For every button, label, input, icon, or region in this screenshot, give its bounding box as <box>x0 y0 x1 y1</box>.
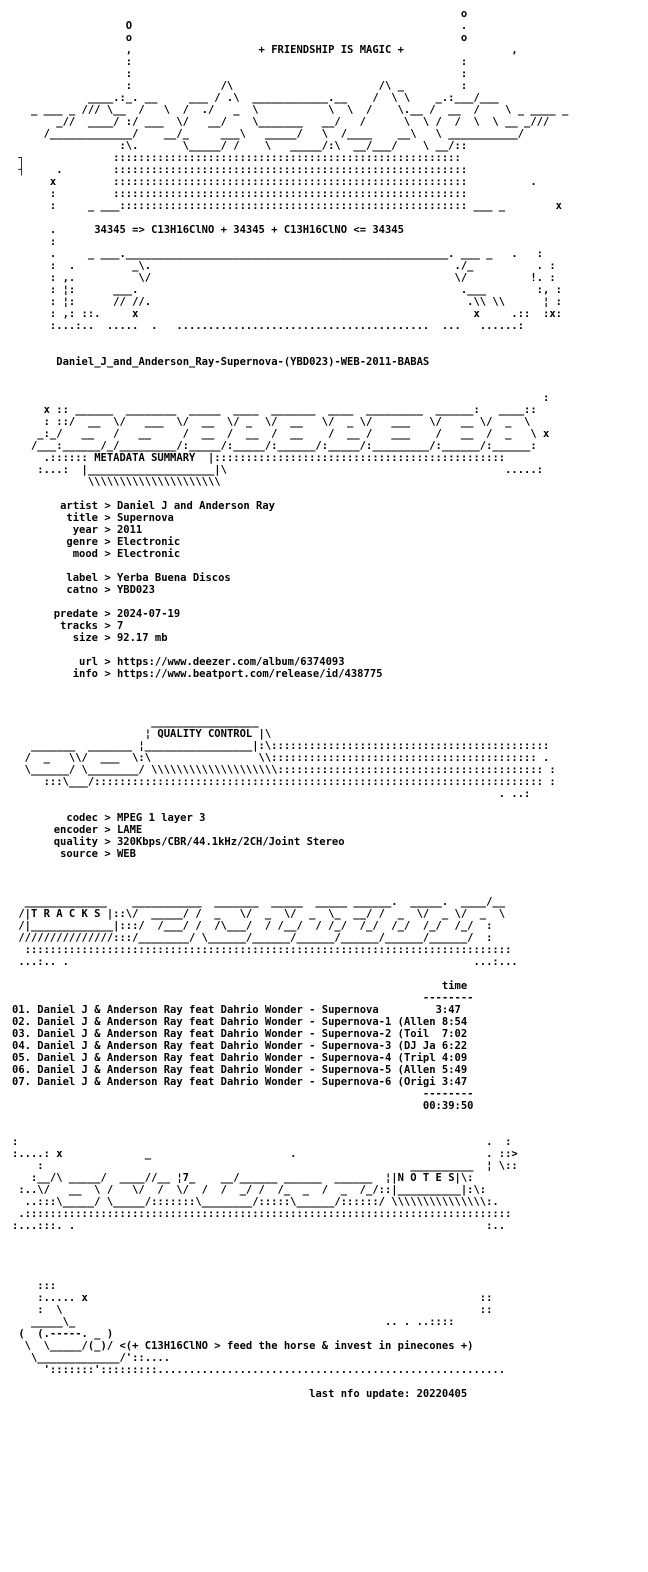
header-ascii-art: o O . o o ‚ + FRIENDSHIP <box>18 8 569 332</box>
metadata-row: mood > Electronic <box>72 548 181 560</box>
tracks-section-title: T R A C K S <box>30 908 101 920</box>
footer-art: ::: :..... x :: : \ :: _____\_ <box>18 1280 506 1376</box>
track-row: 06. Daniel J & Anderson Ray feat Dahrio … <box>12 1064 468 1076</box>
track-row: 01. Daniel J & Anderson Ray feat Dahrio … <box>12 1004 461 1016</box>
notes-header-art: : . : :....: x _ . . ::> : <box>12 1136 518 1232</box>
metadata-section-title: METADATA SUMMARY <box>94 452 196 464</box>
metadata-row: size > 92.17 mb <box>72 632 168 644</box>
quality-row: codec > MPEG 1 layer 3 <box>66 812 206 824</box>
track-row: 07. Daniel J & Anderson Ray feat Dahrio … <box>12 1076 468 1088</box>
notes-section-title: N O T E S <box>397 1172 455 1184</box>
track-row: 03. Daniel J & Anderson Ray feat Dahrio … <box>12 1028 468 1040</box>
nfo-document: o O . o o ‚ + FRIENDSHIP <box>12 8 568 1412</box>
quality-section-title: QUALITY CONTROL <box>157 728 253 740</box>
metadata-row: label > Yerba Buena Discos <box>66 572 231 584</box>
quality-row: encoder > LAME <box>53 824 143 836</box>
tracks-list: time -------- 01. Daniel J & Anderson Ra… <box>12 980 568 1112</box>
metadata-row: url > https://www.deezer.com/album/63740… <box>79 656 345 668</box>
metadata-row: info > https://www.beatport.com/release/… <box>72 668 383 680</box>
metadata-row: predate > 2024-07-19 <box>53 608 181 620</box>
header-tagline: + FRIENDSHIP IS MAGIC + <box>258 44 404 56</box>
track-row: 05. Daniel J & Anderson Ray feat Dahrio … <box>12 1052 468 1064</box>
quality-header-art: _________________ ¦ QUALITY CONTROL |\ _… <box>24 716 556 800</box>
quality-row: source > WEB <box>60 848 136 860</box>
formula-line: 34345 => C13H16ClNO + 34345 + C13H16ClNO… <box>94 224 404 236</box>
tracks-header-art: _____________ ___________ _______ _____ … <box>18 896 518 968</box>
metadata-row: catno > YBD023 <box>66 584 155 596</box>
last-update: last nfo update: 20220405 <box>309 1388 468 1400</box>
footer-message: feed the horse & invest in pinecones <box>226 1340 455 1352</box>
metadata-row: title > Supernova <box>66 512 174 524</box>
track-row: 02. Daniel J & Anderson Ray feat Dahrio … <box>12 1016 468 1028</box>
metadata-row: artist > Daniel J and Anderson Ray <box>60 500 276 512</box>
metadata-row: tracks > 7 <box>60 620 124 632</box>
metadata-row: genre > Electronic <box>66 536 181 548</box>
metadata-header-art: : x :: ______ ________ _____ ____ ______… <box>30 392 550 488</box>
tracks-total-time: 00:39:50 <box>422 1100 474 1112</box>
quality-row: quality > 320Kbps/CBR/44.1kHz/2CH/Joint … <box>53 836 345 848</box>
track-row: 04. Daniel J & Anderson Ray feat Dahrio … <box>12 1040 468 1052</box>
tracks-time-header: time <box>441 980 468 992</box>
metadata-row: year > 2011 <box>72 524 143 536</box>
release-name: Daniel_J_and_Anderson_Ray-Supernova-(YBD… <box>56 356 430 368</box>
footer-formula: C13H16ClNO <box>144 1340 208 1352</box>
